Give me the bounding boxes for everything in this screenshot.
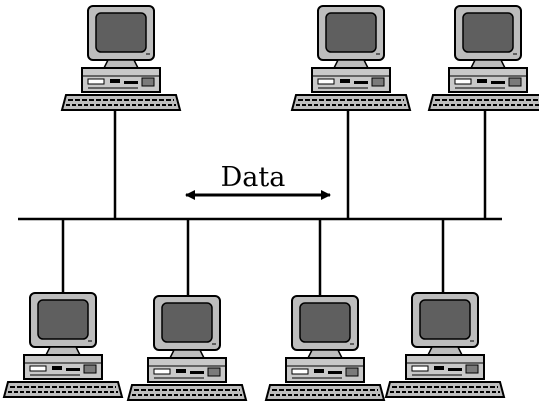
desktop-computer-icon-top-1 — [61, 5, 181, 111]
desktop-computer-icon-bottom-4 — [385, 292, 505, 398]
desktop-computer-icon-bottom-1 — [3, 292, 123, 398]
desktop-computer-icon-bottom-2 — [127, 295, 247, 401]
desktop-computer-icon-top-3 — [428, 5, 539, 111]
desktop-computer-icon-bottom-3 — [265, 295, 385, 401]
desktop-computer-icon-top-2 — [291, 5, 411, 111]
data-label: Data — [221, 162, 286, 193]
